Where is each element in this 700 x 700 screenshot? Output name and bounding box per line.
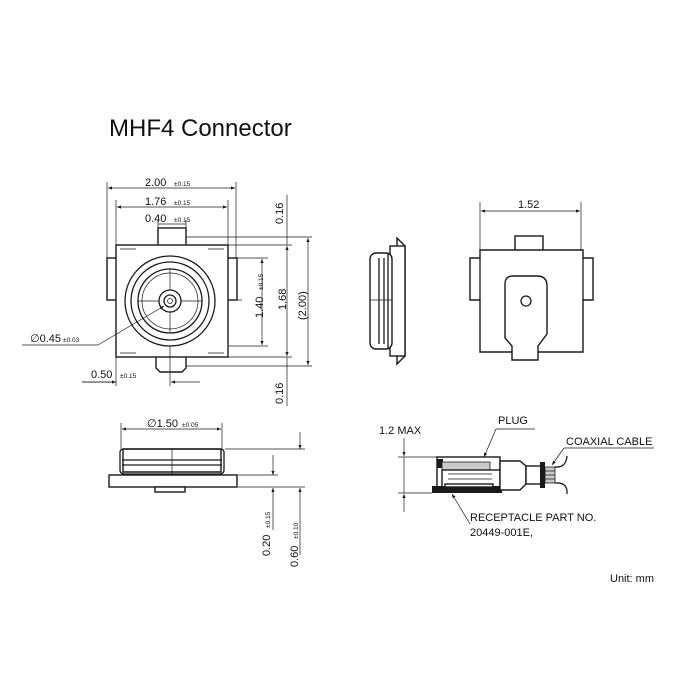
assembly-view bbox=[398, 428, 654, 525]
top-tab bbox=[157, 227, 187, 247]
dim-center-dia: ∅0.45 ±0.03 bbox=[22, 305, 165, 346]
dim-body-height-value: 1.40 bbox=[254, 297, 266, 318]
ground-pad bbox=[504, 275, 548, 361]
dim-height-ref-value: (2.00) bbox=[297, 291, 309, 320]
top-view bbox=[106, 227, 238, 373]
center-contact bbox=[158, 289, 182, 313]
bottom-view bbox=[469, 202, 594, 361]
dim-tab-width-tol: ±0.15 bbox=[174, 217, 191, 224]
dim-vertical-group bbox=[186, 195, 312, 406]
dim-inner-width-value: 1.76 bbox=[145, 196, 166, 208]
cable-break bbox=[554, 455, 568, 495]
dim-offset: 0.50 ±0.15 bbox=[82, 346, 200, 386]
dim-center-dia-tol: ±0.03 bbox=[63, 337, 80, 344]
dim-outer-dia-value: ∅1.50 bbox=[147, 418, 178, 430]
dim-tab-width-value: 0.40 bbox=[145, 213, 166, 225]
dim-base-height-value: 0.20 bbox=[261, 535, 273, 556]
assembly-cable-label: COAXIAL CABLE bbox=[566, 436, 652, 448]
bottom-tab bbox=[155, 355, 187, 373]
front-elevation-view bbox=[108, 423, 305, 555]
assembly-receptacle-label: RECEPTACLE PART NO. bbox=[470, 512, 596, 524]
dim-bottom-gap-value: 0.16 bbox=[274, 383, 286, 404]
dim-outer-dia-tol: ±0.05 bbox=[182, 422, 199, 429]
assembly-plug-label: PLUG bbox=[498, 415, 528, 427]
dim-width-tol: ±0.15 bbox=[174, 181, 191, 188]
assembly-receptacle-partno: 20449-001E, bbox=[470, 527, 533, 539]
dim-inner-width-tol: ±0.15 bbox=[174, 200, 191, 207]
dim-tab-width: 0.40 ±0.15 bbox=[145, 213, 191, 228]
dim-base-height-tol: ±0.15 bbox=[265, 511, 272, 528]
dim-offset-value: 0.50 bbox=[91, 369, 112, 381]
dim-center-dia-value: ∅0.45 bbox=[30, 333, 61, 345]
cable-crimp bbox=[499, 460, 527, 491]
dim-offset-tol: ±0.15 bbox=[120, 373, 137, 380]
receptacle-base bbox=[432, 486, 502, 493]
side-profile-view bbox=[369, 236, 406, 366]
drawing-title: MHF4 Connector bbox=[109, 115, 292, 142]
unit-note: Unit: mm bbox=[610, 573, 654, 585]
dim-inner-width: 1.76 ±0.15 bbox=[115, 196, 229, 245]
bottom-center-hole bbox=[520, 295, 532, 307]
dim-height-value: 1.68 bbox=[277, 289, 289, 310]
assembly-max-height: 1.2 MAX bbox=[379, 425, 422, 437]
dim-total-height-value: 0.60 bbox=[289, 546, 301, 567]
dim-width: 2.00 ±0.15 bbox=[106, 177, 237, 258]
dim-body-height-tol: ±0.15 bbox=[258, 273, 265, 290]
dim-top-gap-value: 0.16 bbox=[274, 203, 286, 224]
dim-width-value: 2.00 bbox=[145, 177, 166, 189]
front-base bbox=[108, 474, 238, 488]
dim-side-width-value: 1.52 bbox=[518, 199, 539, 211]
dim-total-height-tol: ±0.10 bbox=[293, 522, 300, 539]
